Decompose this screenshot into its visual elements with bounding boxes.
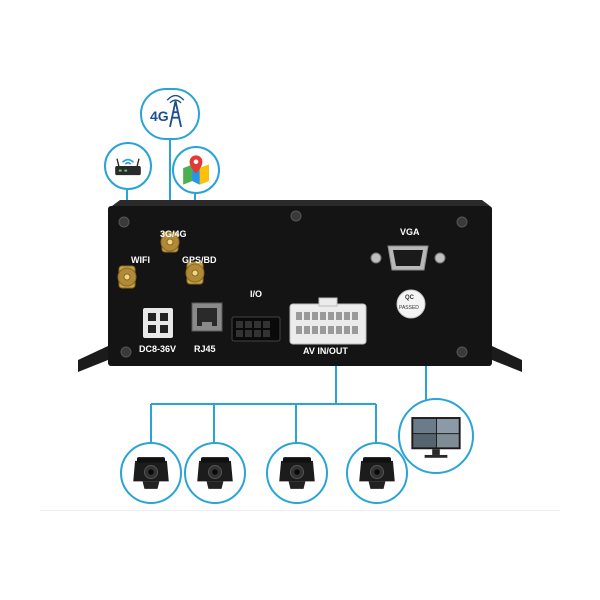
camera-bubble-1	[120, 442, 182, 504]
label-wifi: WIFI	[131, 255, 150, 265]
4g-icon-text: 4G	[150, 108, 169, 124]
map-icon-bubble	[172, 146, 220, 194]
vehicle-camera-icon	[197, 457, 233, 489]
qc-sticker-top: QC	[405, 295, 414, 301]
vehicle-camera-icon	[133, 457, 169, 489]
wifi-icon-bubble	[104, 142, 152, 190]
monitor-icon	[411, 417, 461, 458]
qc-sticker-bottom: PASSED	[399, 305, 419, 311]
vehicle-camera-icon	[279, 457, 315, 489]
camera-bubble-4	[346, 442, 408, 504]
monitor-icon-bubble	[398, 398, 474, 474]
label-io: I/O	[250, 289, 263, 299]
label-rj45: RJ45	[194, 344, 216, 354]
4g-icon-bubble: 4G	[140, 88, 200, 140]
label-3g-4g: 3G/4G	[160, 229, 187, 239]
wifi-router-icon	[115, 158, 141, 176]
4g-tower-icon	[166, 94, 185, 128]
vehicle-camera-icon	[359, 457, 395, 489]
label-power: DC8-36V	[139, 344, 177, 354]
label-vga: VGA	[400, 227, 420, 237]
camera-bubble-2	[184, 442, 246, 504]
map-location-icon	[183, 155, 209, 185]
baseline	[40, 510, 560, 511]
camera-bubble-3	[266, 442, 328, 504]
label-av-in-out: AV IN/OUT	[303, 346, 348, 356]
label-gps-bd: GPS/BD	[182, 255, 217, 265]
